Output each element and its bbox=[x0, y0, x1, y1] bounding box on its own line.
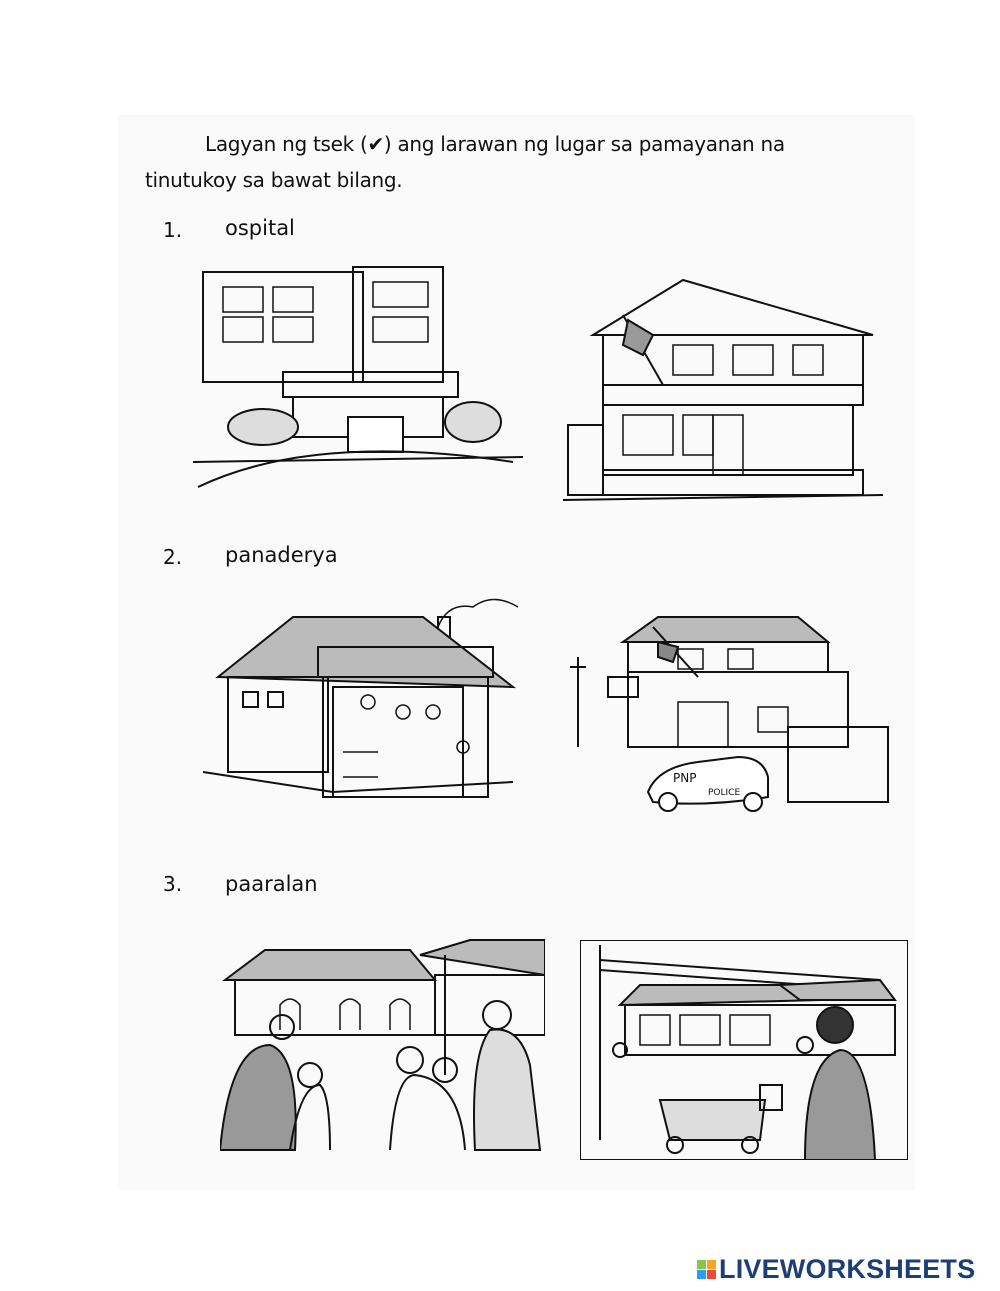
hospital-image[interactable] bbox=[193, 262, 523, 502]
school-image[interactable] bbox=[220, 935, 545, 1153]
logo-blocks-icon bbox=[697, 1260, 716, 1279]
instruction-line-2: tinutukoy sa bawat bilang. bbox=[145, 168, 403, 192]
item-label-paaralan: paaralan bbox=[225, 872, 318, 896]
police-car-text: PNP bbox=[673, 771, 696, 785]
bakery-image[interactable] bbox=[203, 582, 518, 807]
item-label-panaderya: panaderya bbox=[225, 543, 338, 567]
item-number: 2. bbox=[163, 545, 183, 569]
item-label-ospital: ospital bbox=[225, 216, 295, 240]
item-number: 1. bbox=[163, 218, 183, 242]
police-station-image[interactable]: PNP POLICE bbox=[568, 607, 890, 832]
logo-text: LIVEWORKSHEETS bbox=[719, 1254, 976, 1284]
item-number: 3. bbox=[163, 872, 183, 896]
municipal-hall-image[interactable] bbox=[563, 275, 883, 503]
police-car-text: POLICE bbox=[708, 788, 740, 798]
market-image[interactable] bbox=[580, 940, 908, 1160]
instruction-line-1: Lagyan ng tsek (✔) ang larawan ng lugar … bbox=[205, 132, 785, 156]
liveworksheets-logo[interactable]: LIVEWORKSHEETS bbox=[697, 1254, 975, 1285]
